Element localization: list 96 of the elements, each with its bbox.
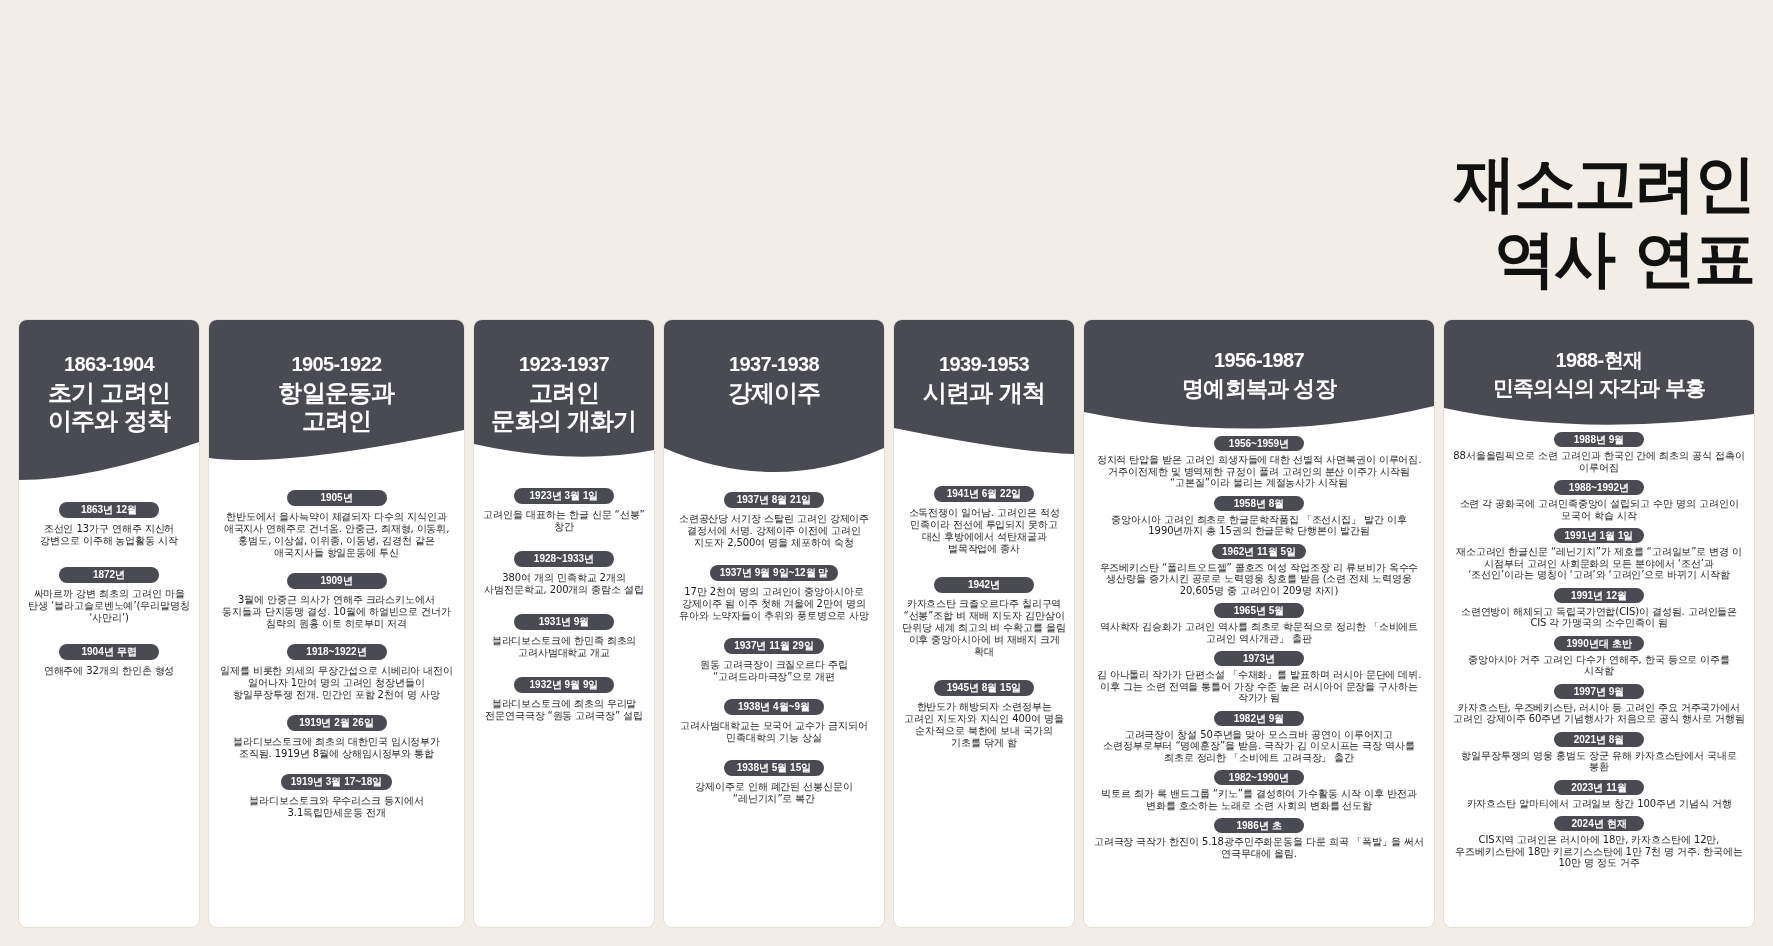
- date-pill: 1923년 3월 1일: [514, 488, 614, 504]
- event-description: 연해주에 32개의 한인촌 형성: [43, 665, 175, 677]
- date-pill: 1988~1992년: [1554, 480, 1644, 495]
- date-pill: 1958년 8월: [1214, 495, 1304, 511]
- event-description: 한반도에서 을사늑약이 체결되자 다수의 지식인과 애국지사 연해주로 건너옴. 안중근, 최재형, 이동휘, 홍범도, 이상설, 이위종, 이동녕, 김경천 같은 애국지사들 항일운동에 투신: [222, 511, 451, 559]
- period-years: 1939-1953: [938, 352, 1030, 376]
- date-pill: 1990년대 초반: [1554, 635, 1644, 651]
- timeline-card: [209, 320, 464, 927]
- period-years: 1863-1904: [63, 352, 155, 376]
- event-description: 김 아나톨리 작가가 단편소설 「수채화」를 발표하며 러시아 문단에 데뷔. 이후 그는 소련 전역을 통틀어 가장 수준 높은 러시아어 문장을 구사하는 작가가 됨: [1095, 669, 1423, 704]
- event-description: 카자흐스탄, 우즈베키스탄, 러시아 등 고려인 주요 거주국가에서 고려인 강제이주 60주년 기념행사가 처음으로 공식 행사로 거행됨: [1452, 701, 1746, 725]
- date-pill: 1956~1959년: [1214, 436, 1304, 451]
- date-pill: 1919년 3월 17~18일: [280, 774, 393, 790]
- date-pill: 1942년: [934, 577, 1034, 593]
- event-description: 싸마르까 강변 최초의 고려인 마을 탄생 ‘블라고슬로벤노예’(우리말명칭 ‘사만리’): [27, 588, 191, 624]
- period-years: 1905-1922: [291, 352, 382, 376]
- date-pill: 1965년 5월: [1214, 603, 1304, 618]
- date-pill: 1863년 12월: [59, 502, 159, 518]
- date-pill: 1982년 9월: [1214, 710, 1304, 726]
- date-pill: 1938년 5월 15일: [724, 760, 824, 776]
- event-description: 고려극장이 창설 50주년을 맞아 모스크바 공연이 이루어지고 소련정부로부터 “명예훈장”을 받음. 극작가 김 이오시프는 극장 역사를 최초로 정리한 「소비에트 고려극장」 출간: [1102, 728, 1416, 763]
- period-title: 초기 고려인 이주와 정착: [48, 379, 170, 435]
- event-description: 소독전쟁이 일어남. 고려인은 적성 민족이라 전선에 투입되지 못하고 대신 후방에에서 석탄채굴과 벌목작업에 종사: [907, 507, 1061, 555]
- event-description: 블라디보스토크에 한민족 최초의 고려사범대학교 개교: [490, 635, 638, 659]
- period-years: 1923-1937: [518, 352, 610, 376]
- date-pill: 2021년 8월: [1554, 731, 1644, 747]
- period-years: 1988-현재: [1555, 348, 1643, 372]
- period-title: 고려인 문화의 개화기: [491, 379, 637, 435]
- timeline-card: [474, 320, 654, 927]
- period-title: 항일운동과 고려인: [278, 379, 395, 435]
- event-description: 일제를 비롯한 외세의 무장간섭으로 시베리아 내전이 일어나자 1만여 명의 고려인 청장년들이 항일무장투쟁 전개. 민간인 포함 2천여 명 사망: [218, 665, 455, 701]
- event-description: 소련 각 공화국에 고려민족중앙이 설립되고 수만 명의 고려인이 모국어 학습 시작: [1458, 498, 1740, 521]
- date-pill: 1962년 11월 5일: [1212, 543, 1306, 559]
- date-pill: 1928~1933년: [514, 551, 614, 567]
- event-description: 중앙아시아 고려인 최초로 한글문학작품집 「조선시집」 발간 이후 1990년까지 총 15권의 한글문학 단행본이 발간됨: [1110, 513, 1408, 537]
- event-description: 역사학자 김승화가 고려인 역사를 최초로 학문적으로 정리한 「소비에트 고려인 역사개관」 출판: [1098, 621, 1420, 644]
- period-title: 민족의식의 자각과 부흥: [1492, 375, 1706, 401]
- date-pill: 1973년: [1214, 651, 1304, 666]
- event-description: CIS지역 고려인은 러시아에 18만, 카자흐스탄에 12만, 우즈베키스탄에 18만 키르기스스탄에 1만 7천 명 거주. 한국에는 10만 명 정도 거주: [1454, 834, 1744, 869]
- date-pill: 1932년 9월 9일: [514, 677, 614, 693]
- page-title: 재소고려인 역사 연표: [1452, 146, 1754, 296]
- date-pill: 1938년 4월~9월: [724, 699, 824, 715]
- timeline-card: [894, 320, 1074, 927]
- date-pill: 1982~1990년: [1214, 770, 1304, 785]
- period-years: 1937-1938: [728, 352, 820, 376]
- date-pill: 1945년 8월 15일: [934, 680, 1034, 696]
- event-description: 380여 개의 민족학교 2개의 사범전문학교, 200개의 종람소 설립: [483, 572, 645, 596]
- event-description: 카자흐스탄 알마티에서 고려일보 창간 100주년 기념식 거행: [1466, 797, 1732, 809]
- event-description: 블라디보스토크와 우수리스크 등지에서 3.1독립만세운동 전개: [248, 795, 425, 819]
- date-pill: 1931년 9월: [514, 614, 614, 630]
- date-pill: 1997년 9월: [1554, 683, 1644, 699]
- event-description: 원동 고려극장이 크질오르다 주립 “고려드라마극장”으로 개편: [699, 659, 849, 683]
- date-pill: 1988년 9월: [1554, 432, 1644, 447]
- timeline-card: [664, 320, 884, 927]
- date-pill: 1991년 1월 1일: [1554, 528, 1644, 543]
- event-description: 카자흐스탄 크즐오르다주 칠리구역 “선봉”조합 벼 재배 지도자 김만삼이 단위당 세계 최고의 벼 수확고를 올림 이후 중앙아시아에 벼 재배지 크게 확대: [902, 598, 1066, 658]
- event-description: 강제이주로 인해 폐간된 선봉신문이 “레닌기치”로 복간: [694, 781, 854, 805]
- event-description: 고려극장 극작가 한진이 5.18광주민주화운동을 다룬 희곡 「폭발」을 써서 연극무대에 올림.: [1092, 836, 1426, 859]
- date-pill: 1904년 무렵: [59, 644, 159, 660]
- date-pill: 1872년: [59, 567, 159, 583]
- event-description: 17만 2천여 명의 고려인이 중앙아시아로 강제이주 됨 이주 첫해 겨울에 2만여 명의 유아와 노약자들이 추위와 풍토병으로 사망: [677, 586, 871, 622]
- event-description: 고려사범대학교는 모국어 교수가 금지되어 민족대학의 기능 상실: [679, 720, 869, 744]
- period-years: 1956-1987: [1213, 348, 1305, 372]
- period-title: 강제이주: [727, 379, 821, 407]
- timeline-card: [1084, 320, 1434, 927]
- event-description: 우즈베키스탄 “폴리트오드젤” 콜호즈 여성 작업조장 리 류보비가 옥수수 생산량을 증가시킨 공로로 노력영웅 칭호를 받음 (소련 전체 노력영웅 20,605명 중 고려인이 209명 차지): [1098, 561, 1420, 596]
- date-pill: 1986년 초: [1214, 818, 1304, 833]
- event-description: 3월에 안중근 의사가 연해주 크라스키노에서 동지들과 단지동맹 결성. 10월에 하얼빈으로 건너가 침략의 원흉 이토 히로부미 저격: [221, 594, 452, 630]
- event-description: 재소고려인 한글신문 “레닌기치”가 제호를 “고려일보”로 변경 이 시점부터 고려인 사회문화의 모든 분야에서 ‘조선’과 ‘조선인’이라는 명칭이 ‘고려’와 ‘고려인’으로 바뀌기 시작함: [1454, 546, 1744, 581]
- event-description: 블라디보스토크에 최초의 우리말 전문연극극장 “원동 고려극장” 설립: [484, 698, 644, 722]
- date-pill: 1937년 8월 21일: [724, 492, 824, 508]
- event-description: 소련공산당 서기장 스탈린 고려인 강제이주 결정서에 서명. 강제이주 이전에 고려인 지도자 2,500여 명을 체포하여 숙청: [677, 513, 871, 549]
- date-pill: 1937년 9월 9일~12월 말: [709, 565, 839, 581]
- period-title: 명예회복과 성장: [1182, 375, 1336, 402]
- date-pill: 1941년 6월 22일: [934, 486, 1034, 502]
- event-description: 한반도가 해방되자 소련정부는 고려인 지도자와 지식인 400여 명을 순차적으로 북한에 보내 국가의 기초를 닦게 함: [903, 701, 1065, 749]
- event-description: 조선인 13가구 연해주 지신허 강변으로 이주해 농업활동 시작: [39, 523, 179, 547]
- timeline-card: [19, 320, 199, 927]
- date-pill: 2023년 11월: [1554, 779, 1644, 795]
- event-description: 항일무장투쟁의 영웅 홍범도 장군 유해 카자흐스탄에서 국내로 봉환: [1460, 749, 1738, 773]
- date-pill: 1909년: [286, 573, 387, 589]
- date-pill: 1919년 2월 26일: [286, 715, 387, 731]
- event-description: 빅토르 최가 록 밴드그룹 “키노”를 결성하여 가수활동 시작 이후 반전과 변화를 호소하는 노래로 소련 사회의 변화를 선도함: [1100, 788, 1418, 811]
- date-pill: 1905년: [286, 490, 387, 506]
- event-description: 중앙아시아 거주 고려인 다수가 연해주, 한국 등으로 이주를 시작함: [1466, 653, 1732, 677]
- date-pill: 1918~1922년: [286, 644, 387, 660]
- event-description: 소련연방이 해체되고 독립국가연합(CIS)이 결성됨. 고려인들은 CIS 각 가맹국의 소수민족이 됨: [1459, 605, 1739, 629]
- event-description: 88서울올림픽으로 소련 고려인과 한국인 간에 최초의 공식 접촉이 이루어짐: [1452, 450, 1746, 473]
- timeline-card: [1444, 320, 1754, 927]
- date-pill: 1937년 11월 29일: [724, 638, 824, 654]
- event-description: 고려인을 대표하는 한글 신문 “선봉” 창간: [482, 509, 646, 533]
- event-description: 블라디보스토크에 최초의 대한민국 임시정부가 조직됨. 1919년 8월에 상해임시정부와 통합: [231, 736, 442, 760]
- date-pill: 2024년 현재: [1554, 816, 1644, 831]
- period-title: 시련과 개척: [923, 379, 1045, 407]
- date-pill: 1991년 12월: [1554, 587, 1644, 603]
- event-description: 정치적 탄압을 받은 고려인 희생자들에 대한 선별적 사면복권이 이루어짐. 거주이전제한 및 병역제한 규정이 풀려 고려인의 분산 이주가 시작됨 “고본질”이라 불리는 계절농사가 시작됨: [1095, 454, 1423, 489]
